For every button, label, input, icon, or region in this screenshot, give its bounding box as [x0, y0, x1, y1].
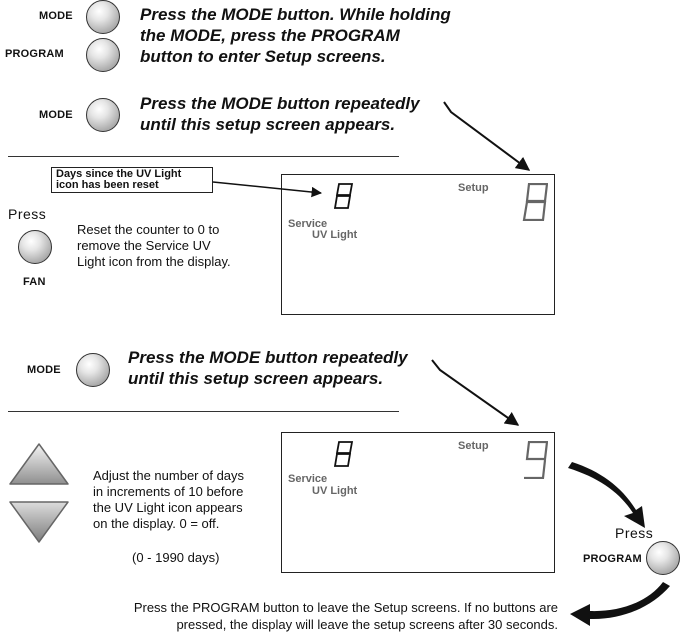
- program-button-label: PROGRAM: [5, 48, 64, 60]
- lcd-display-screen-9: 0 Setup 9 Service UV Light: [281, 432, 555, 573]
- description-line: the UV Light icon appears: [93, 500, 243, 515]
- curved-arrow-to-program: [568, 462, 645, 528]
- lcd-service-label: Service: [288, 473, 328, 485]
- program-button[interactable]: [86, 38, 120, 72]
- instruction-line: until this setup screen appears.: [140, 115, 396, 134]
- mode-button-label: MODE: [39, 109, 73, 121]
- mode-button[interactable]: [86, 0, 120, 34]
- instruction-line: Press the MODE button repeatedly: [128, 348, 408, 367]
- step1-instruction: Press the MODE button. While holding the…: [140, 4, 451, 67]
- description-line: Reset the counter to 0 to: [77, 222, 220, 237]
- callout-arrow: [212, 181, 323, 198]
- lcd-setup-label: Setup: [458, 440, 489, 452]
- arrow-to-screen-8: [443, 101, 531, 171]
- instruction-line: button to enter Setup screens.: [140, 47, 386, 66]
- step3-instruction: Press the MODE button repeatedly until t…: [128, 347, 408, 389]
- mode-button-label: MODE: [39, 10, 73, 22]
- range-text: (0 - 1990 days): [132, 550, 220, 565]
- lcd-service-label: Service: [288, 218, 328, 230]
- instruction-line: Press the MODE button. While holding: [140, 5, 451, 24]
- lcd-setup-label: Setup: [458, 182, 489, 194]
- lcd-digit-zero: [334, 183, 354, 209]
- callout-box: Days since the UV Light icon has been re…: [51, 167, 213, 193]
- up-arrow-button[interactable]: [8, 442, 70, 486]
- program-button[interactable]: [646, 541, 680, 575]
- lcd-digit-zero: [334, 441, 354, 467]
- instruction-line: Press the MODE button repeatedly: [140, 94, 420, 113]
- fan-button-label: FAN: [23, 276, 46, 288]
- callout-line: Days since the UV Light: [56, 168, 182, 180]
- press-label: Press: [8, 206, 47, 222]
- arrow-to-screen-9: [431, 359, 520, 426]
- lcd-uv-light-label: UV Light: [312, 229, 358, 241]
- adjust-description: Adjust the number of days in increments …: [93, 468, 244, 532]
- lcd-screen-number-nine: [524, 441, 548, 479]
- description-line: in increments of 10 before: [93, 484, 244, 499]
- description-line: Light icon from the display.: [77, 254, 231, 269]
- press-label: Press: [615, 525, 654, 541]
- description-line: remove the Service UV: [77, 238, 211, 253]
- description-line: Adjust the number of days: [93, 468, 245, 483]
- instruction-line: until this setup screen appears.: [128, 369, 384, 388]
- mode-button[interactable]: [76, 353, 110, 387]
- lcd-screen-number-eight: [522, 183, 548, 221]
- lcd-display-screen-8: 0 Setup 8 Service UV Light: [281, 174, 555, 315]
- step2-instruction: Press the MODE button repeatedly until t…: [140, 93, 420, 135]
- instruction-line: the MODE, press the PROGRAM: [140, 26, 400, 45]
- program-button-label: PROGRAM: [583, 553, 642, 565]
- callout-line: icon has been reset: [56, 179, 159, 191]
- mode-button-label: MODE: [27, 364, 61, 376]
- divider: [8, 156, 399, 157]
- footer-line: pressed, the display will leave the setu…: [176, 617, 558, 632]
- curved-arrow-exit: [570, 582, 670, 626]
- footer-line: Press the PROGRAM button to leave the Se…: [133, 600, 558, 615]
- footer-note: Press the PROGRAM button to leave the Se…: [10, 599, 558, 633]
- fan-button[interactable]: [18, 230, 52, 264]
- down-arrow-button[interactable]: [8, 500, 70, 544]
- mode-button[interactable]: [86, 98, 120, 132]
- description-line: on the display. 0 = off.: [93, 516, 220, 531]
- lcd-uv-light-label: UV Light: [312, 485, 358, 497]
- divider: [8, 411, 399, 412]
- fan-description: Reset the counter to 0 to remove the Ser…: [77, 222, 231, 270]
